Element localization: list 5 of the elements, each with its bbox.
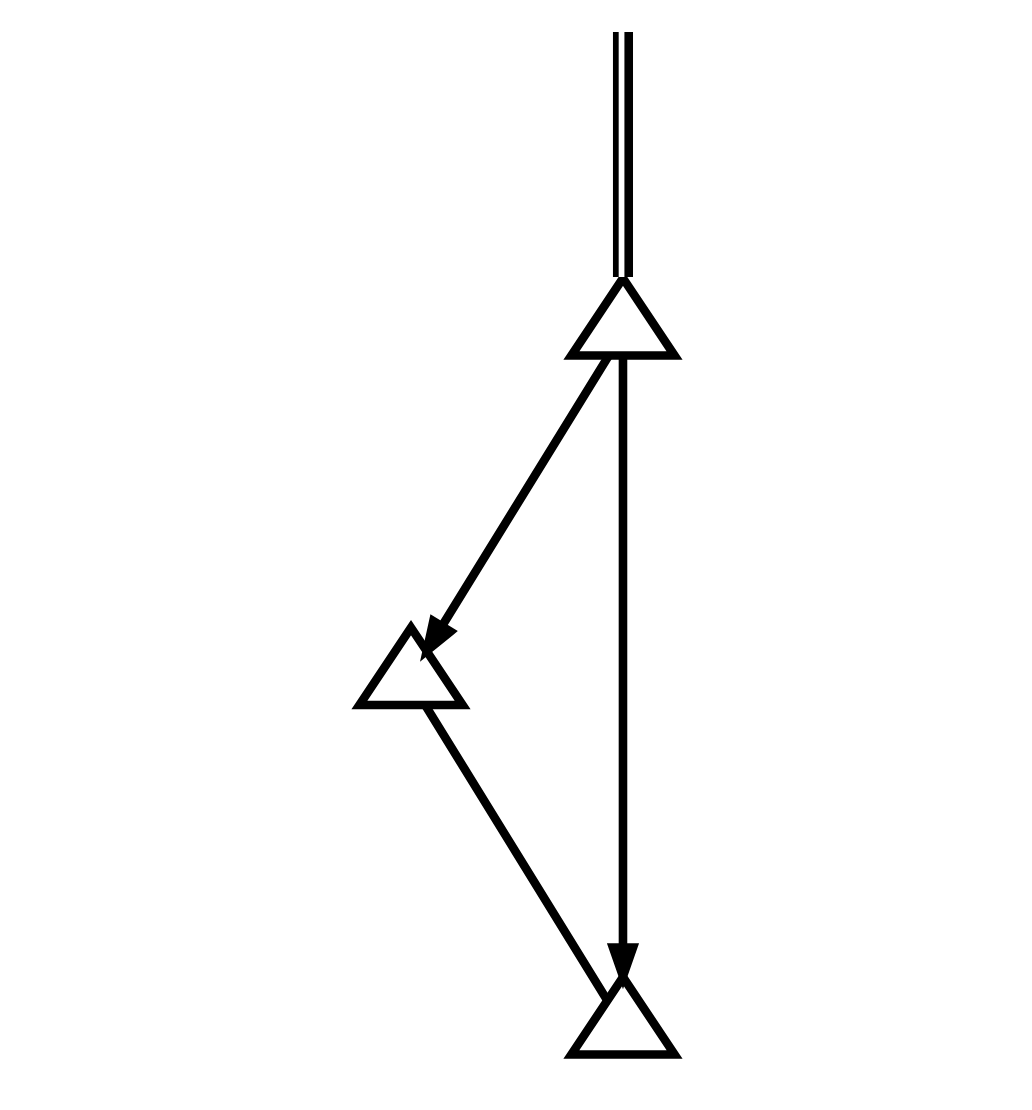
connector [611,32,632,277]
node-triangle [350,619,470,710]
connector [420,703,610,1003]
arrow [605,355,639,990]
arrow [419,354,612,662]
